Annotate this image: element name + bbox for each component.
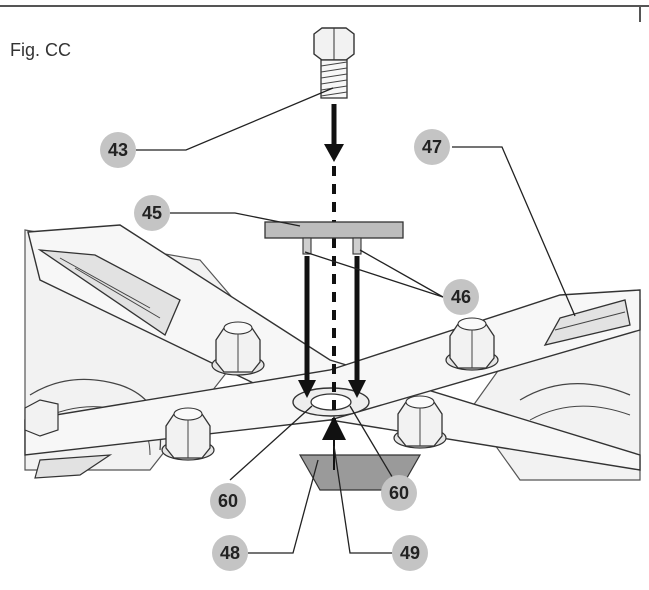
center-washer-inner xyxy=(310,393,352,411)
callout-49: 49 xyxy=(392,535,428,571)
callout-60-right: 60 xyxy=(381,475,417,511)
callout-48: 48 xyxy=(212,535,248,571)
callout-46: 46 xyxy=(443,279,479,315)
blade-right-wing-ridge xyxy=(554,311,626,331)
callout-47: 47 xyxy=(414,129,450,165)
housing-right-arc xyxy=(519,382,631,401)
retainer-plate xyxy=(264,221,404,255)
callout-43: 43 xyxy=(100,132,136,168)
leader-49 xyxy=(333,445,392,554)
pin-arrow-left-head xyxy=(298,380,316,398)
leader-60a xyxy=(229,405,313,481)
blade-left-wing-ridge-1 xyxy=(74,267,161,319)
spindle-up-arrow xyxy=(322,416,346,440)
bolt-arrow-head xyxy=(324,144,344,162)
blade-left-wing xyxy=(37,249,181,336)
nut-upper-right xyxy=(445,317,499,371)
callout-45: 45 xyxy=(134,195,170,231)
nut-lower-right xyxy=(393,395,447,449)
leader-48 xyxy=(248,459,319,554)
nut-lower-left xyxy=(161,407,215,461)
leader-43 xyxy=(136,87,334,151)
leader-60b xyxy=(349,405,395,481)
nut-far-left xyxy=(24,399,59,437)
blade-left-wing-ridge-2 xyxy=(59,257,151,309)
leader-45 xyxy=(170,212,301,227)
bolt xyxy=(313,27,355,99)
leader-46a xyxy=(304,251,444,298)
blade-upper-left xyxy=(27,224,641,471)
pin-arrow-right-head xyxy=(348,380,366,398)
blade-right-wing xyxy=(543,299,631,346)
housing-right-arc-2 xyxy=(529,405,631,421)
callout-60-left: 60 xyxy=(210,483,246,519)
leader-47 xyxy=(452,146,576,317)
leader-46b xyxy=(359,249,444,298)
figure-title: Fig. CC xyxy=(10,40,72,60)
nut-upper-left xyxy=(211,321,265,376)
leader-lines xyxy=(136,87,576,554)
blade-lower-wing xyxy=(34,454,113,479)
